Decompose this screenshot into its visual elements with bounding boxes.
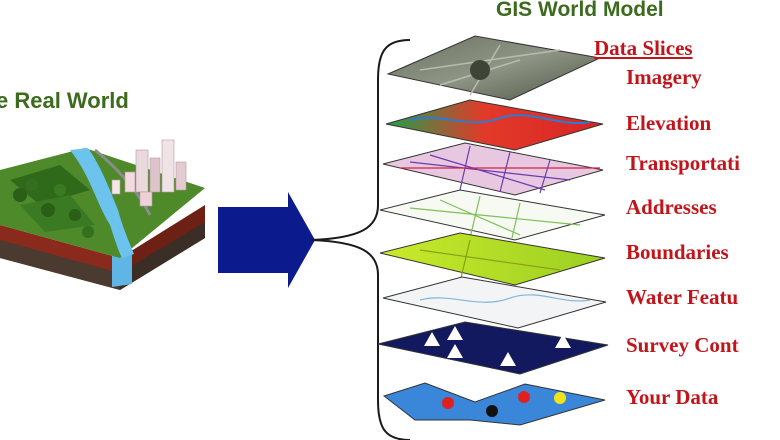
layer-label-elevation: Elevation [626,111,712,135]
layer-label-your-data: Your Data [626,385,719,409]
curly-brace [311,39,411,440]
layer-your-data [382,382,606,426]
layer-water-features [382,276,607,329]
arrow-right [218,192,315,288]
layer-label-water-features: Water Featu [626,285,739,309]
layer-label-imagery: Imagery [626,65,702,89]
layer-survey-control [377,321,609,375]
layer-transportation [382,142,604,196]
layer-label-addresses: Addresses [626,195,717,219]
layer-boundaries [379,232,606,286]
data-slices-heading: Data Slices [594,36,693,60]
layer-label-transportation: Transportati [626,151,740,175]
gis-world-model-title: GIS World Model [496,0,664,21]
layer-addresses [379,189,606,241]
real-world-illustration [0,139,205,290]
layer-label-boundaries: Boundaries [626,240,729,264]
layer-elevation [385,99,604,151]
layer-label-survey-control: Survey Cont [626,333,739,357]
real-world-title: e Real World [0,88,129,113]
layer-imagery [386,35,602,101]
